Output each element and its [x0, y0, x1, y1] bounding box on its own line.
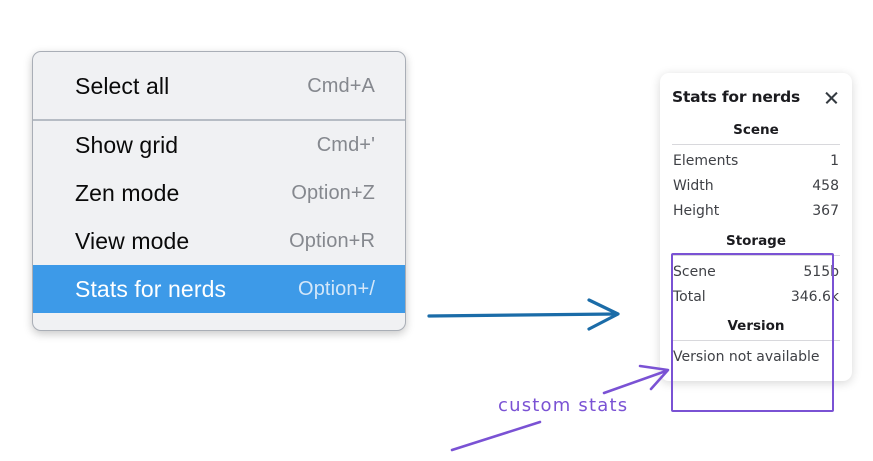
- stat-label: Width: [673, 177, 714, 194]
- section-heading: Storage: [725, 232, 787, 249]
- stat-label: Elements: [673, 153, 739, 169]
- section-rule: [672, 254, 840, 256]
- section-scene: Scene Elements 1 Width 458 Height 367: [672, 120, 840, 224]
- stat-row: Scene 515b: [672, 260, 840, 285]
- stat-value: 1: [830, 153, 839, 169]
- menu-item-shortcut: Option+Z: [291, 181, 375, 204]
- stat-row: Width 458: [672, 174, 840, 199]
- menu-item-show-grid[interactable]: Show grid Cmd+': [33, 121, 405, 169]
- menu-item-shortcut: Cmd+': [316, 133, 375, 156]
- section-version: Version Version not available: [672, 316, 840, 367]
- panel-title: Stats for nerds: [672, 88, 801, 106]
- menu-top-padding: [33, 52, 405, 62]
- menu-item-label: View mode: [75, 227, 190, 254]
- section-rule: [672, 340, 840, 342]
- menu-item-shortcut: Option+R: [289, 229, 375, 252]
- menu-group-2: Show grid Cmd+' Zen mode Option+Z View m…: [33, 121, 405, 313]
- stat-row: Height 367: [672, 199, 840, 224]
- menu-item-select-all[interactable]: Select all Cmd+A: [33, 62, 405, 110]
- blue-arrow: [427, 298, 620, 331]
- stat-value: 458: [812, 177, 839, 194]
- menu-item-label: Zen mode: [75, 179, 180, 206]
- menu-item-view-mode[interactable]: View mode Option+R: [33, 217, 405, 265]
- stat-label: Scene: [673, 263, 716, 280]
- section-rule: [672, 144, 840, 145]
- stat-row: Total 346.6k: [672, 285, 840, 310]
- context-menu[interactable]: Select all Cmd+A Show grid Cmd+' Zen mod…: [32, 51, 406, 331]
- menu-separator: [33, 119, 405, 121]
- stats-for-nerds-panel: Stats for nerds Scene Elements 1 Width 4…: [660, 73, 852, 382]
- section-heading: Scene: [733, 122, 779, 138]
- menu-bottom-padding: [33, 313, 405, 330]
- stat-label: Total: [673, 288, 706, 305]
- panel-header: Stats for nerds: [672, 88, 840, 106]
- close-icon[interactable]: [823, 89, 840, 106]
- custom-stats-annotation-label: custom stats: [498, 395, 629, 416]
- purple-arrow-to-version: [602, 364, 670, 395]
- menu-item-label: Select all: [75, 72, 170, 99]
- stat-value: 367: [812, 202, 839, 219]
- stat-label: Height: [673, 202, 720, 219]
- version-note: Version not available: [673, 349, 820, 366]
- menu-item-shortcut: Cmd+A: [307, 74, 375, 97]
- stat-row: Elements 1: [672, 149, 840, 174]
- menu-item-zen-mode[interactable]: Zen mode Option+Z: [33, 169, 405, 217]
- stat-value: 346.6k: [790, 288, 839, 305]
- menu-item-label: Show grid: [75, 131, 179, 158]
- section-storage: Storage Scene 515b Total 346.6k: [672, 231, 840, 310]
- menu-item-label: Stats for nerds: [75, 275, 227, 302]
- stat-value: 515b: [803, 263, 839, 280]
- section-heading: Version: [727, 318, 785, 335]
- purple-underline-stroke: [450, 420, 542, 452]
- menu-group-1: Select all Cmd+A: [33, 62, 405, 110]
- menu-item-stats-for-nerds[interactable]: Stats for nerds Option+/: [33, 265, 405, 313]
- menu-item-shortcut: Option+/: [298, 277, 375, 300]
